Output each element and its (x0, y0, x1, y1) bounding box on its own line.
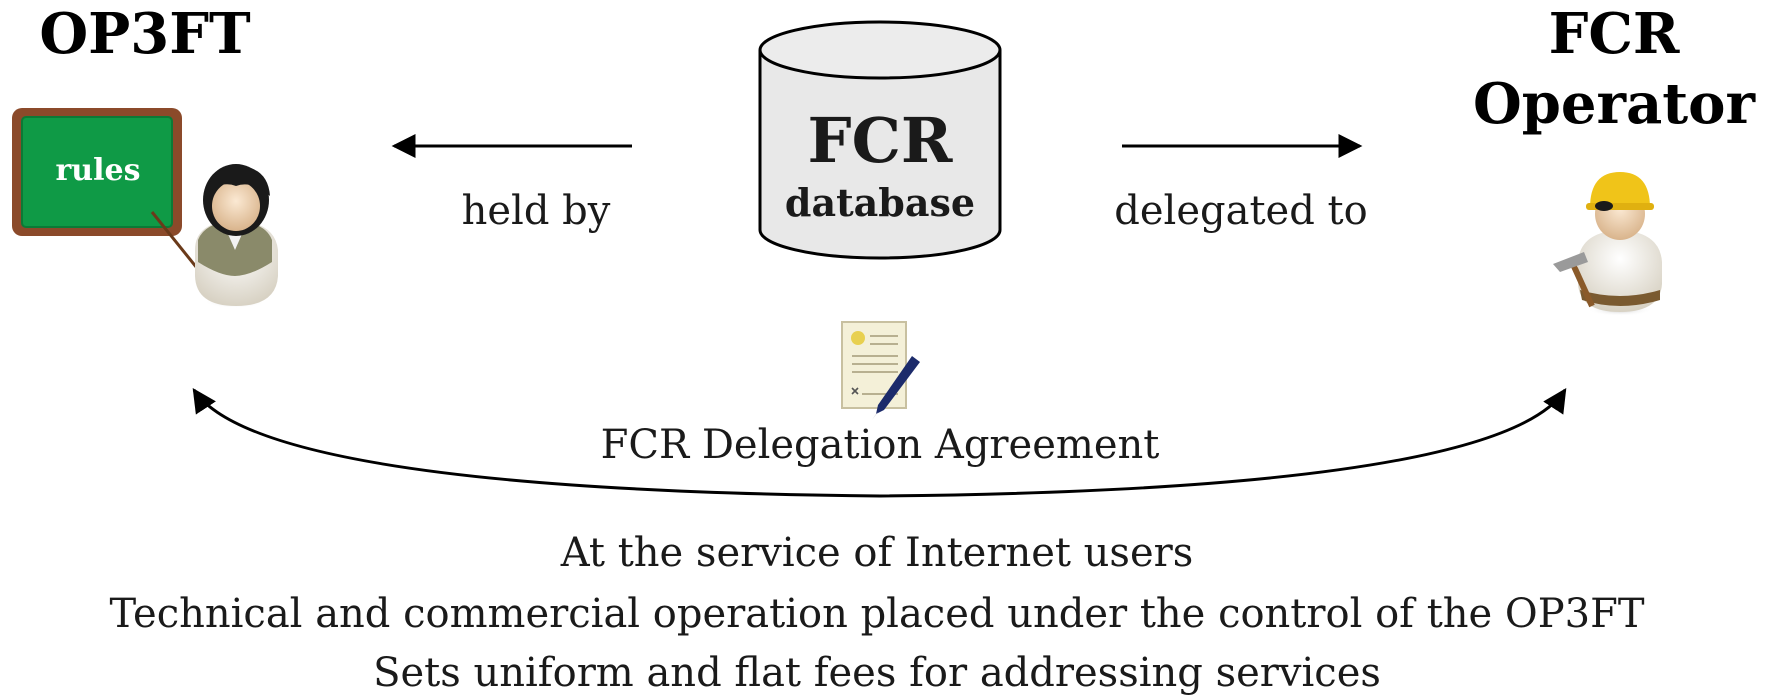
delegated-to-label: delegated to (1114, 188, 1367, 234)
rules-board-icon (12, 108, 182, 236)
footer-line-3: Sets uniform and flat fees for addressin… (373, 650, 1381, 696)
agreement-document-icon (841, 321, 920, 420)
footer-line-2: Technical and commercial operation place… (109, 591, 1644, 637)
agreement-double-arrow (192, 387, 1567, 498)
database-cylinder-icon (758, 20, 1002, 260)
fcr-operator-title-line1: FCR (1549, 1, 1680, 67)
database-subtitle: database (785, 180, 975, 225)
fcr-operator-title-line2: Operator (1473, 71, 1757, 137)
footer-line-1: At the service of Internet users (560, 530, 1194, 576)
teacher-figure-icon (195, 164, 278, 308)
held-by-label: held by (462, 188, 611, 234)
rules-board-label: rules (56, 153, 141, 188)
agreement-label: FCR Delegation Agreement (601, 422, 1160, 468)
database-title: FCR (808, 104, 953, 177)
op3ft-title: OP3FT (39, 1, 251, 67)
worker-figure-icon (1553, 172, 1662, 316)
